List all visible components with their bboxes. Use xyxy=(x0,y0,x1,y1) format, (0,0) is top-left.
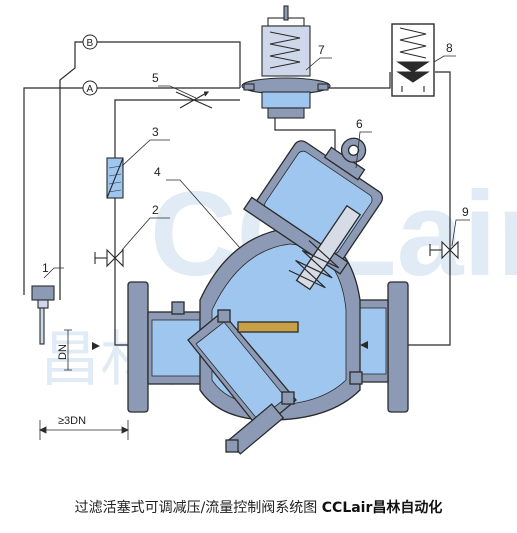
main-valve-body xyxy=(127,137,409,455)
circle-marker-a: A xyxy=(82,80,98,96)
circle-label-b: B xyxy=(87,38,94,49)
spacing-label: ≥3DN xyxy=(58,415,86,427)
pilot-regulator xyxy=(241,5,331,119)
pilot-filter xyxy=(106,157,124,199)
needle-valve xyxy=(175,91,213,109)
relief-pilot xyxy=(391,23,435,97)
circle-label-a: A xyxy=(87,84,94,95)
callout-8: 8 xyxy=(446,41,453,55)
callout-7: 7 xyxy=(318,43,325,57)
inlet-ball-valve xyxy=(94,248,124,268)
dn-label: DN xyxy=(57,344,69,360)
callout-9: 9 xyxy=(462,205,469,219)
flow-arrows xyxy=(92,341,368,350)
callout-6: 6 xyxy=(356,117,363,131)
callout-2: 2 xyxy=(152,203,159,217)
callout-3: 3 xyxy=(152,125,159,139)
inlet-flow-arrow xyxy=(92,342,100,350)
callout-5: 5 xyxy=(152,71,159,85)
callout-1: 1 xyxy=(42,261,49,275)
callout-4: 4 xyxy=(154,165,161,179)
pressure-sensor xyxy=(31,285,55,345)
callout-leaders xyxy=(43,55,470,279)
caption-brand: CCLair昌林自动化 xyxy=(321,500,443,516)
circle-marker-b: B xyxy=(82,34,98,50)
outlet-flow-arrow xyxy=(360,341,368,349)
diagram-caption: 过滤活塞式可调减压/流量控制阀系统图 CCLair昌林自动化 xyxy=(0,497,517,517)
dimension-lines xyxy=(39,329,129,440)
caption-title: 过滤活塞式可调减压/流量控制阀系统图 xyxy=(74,500,318,516)
outlet-ball-valve xyxy=(429,240,459,260)
